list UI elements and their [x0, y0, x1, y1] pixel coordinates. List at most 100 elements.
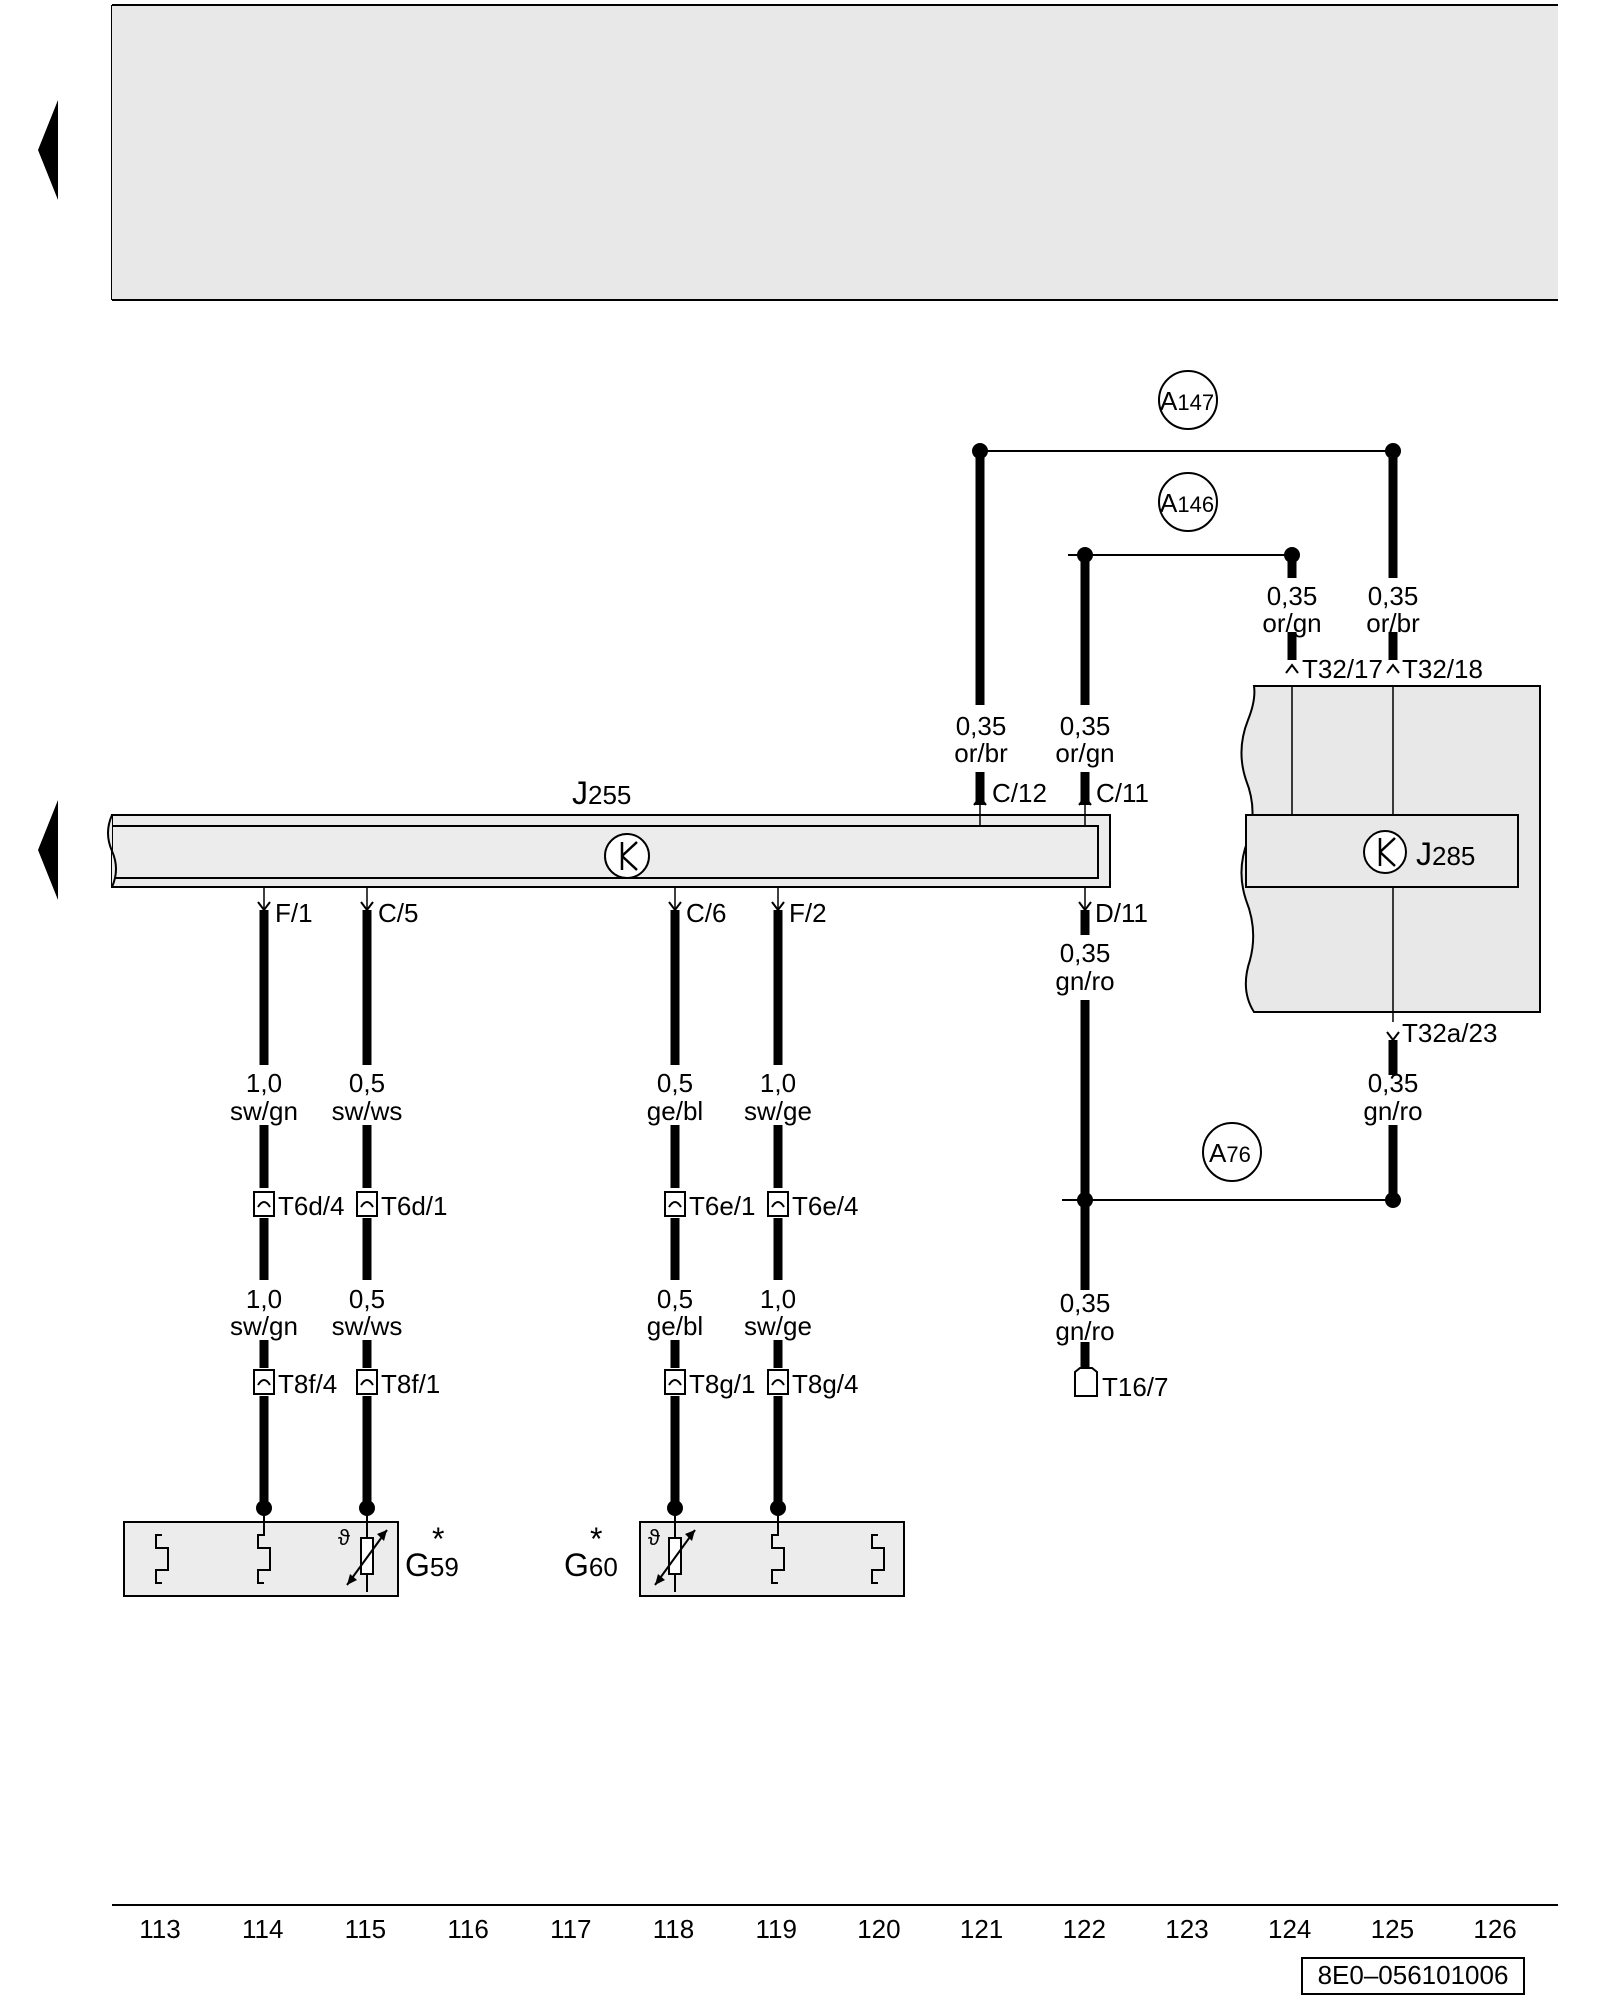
pin-f1: F/1	[275, 898, 313, 928]
footer-column-119: 119	[755, 1914, 796, 1944]
pin-t32a-23: T32a/23	[1402, 1018, 1497, 1048]
connector-t8g1: T8g/1	[689, 1369, 756, 1399]
ground-point-a76: A76	[1202, 1122, 1262, 1182]
pin-d11: D/11	[1095, 898, 1148, 928]
document-id: 8E0–056101006	[1318, 1960, 1509, 1990]
upper-wiring	[975, 450, 1398, 826]
document-id-box: 8E0–056101006	[1301, 1957, 1525, 1995]
pin-c11: C/11	[1096, 778, 1149, 808]
wire-124-size: 0,35	[1267, 581, 1318, 611]
wire-119b-color: sw/ge	[744, 1311, 812, 1341]
j285-electronic-symbol	[1363, 830, 1407, 874]
footer-column-numbers: 113 114 115 116 117 118 119 120 121 122 123 124 125 1…	[139, 1914, 1517, 1944]
footer-column-115: 115	[345, 1914, 386, 1944]
connector-t6-arcs	[257, 1201, 785, 1208]
pin-t32-17: T32/17	[1302, 654, 1383, 684]
connector-t8g4: T8g/4	[792, 1369, 859, 1399]
j285-label: J285	[1416, 836, 1475, 872]
footer-column-124: 124	[1268, 1914, 1311, 1944]
wire-125b-color: gn/ro	[1363, 1096, 1422, 1126]
footer-column-121: 121	[960, 1914, 1003, 1944]
connector-t8-row	[253, 1369, 789, 1395]
g59-label: G59	[405, 1547, 459, 1583]
footer-column-122: 122	[1063, 1914, 1106, 1944]
wire-114a-size: 1,0	[246, 1068, 282, 1098]
g59-star: *	[432, 1521, 444, 1557]
wire-122b-size: 0,35	[1060, 938, 1111, 968]
g60-label: G60	[564, 1547, 618, 1583]
connector-t8-arcs	[257, 1379, 785, 1386]
footer-column-123: 123	[1165, 1914, 1208, 1944]
wire-119a-color: sw/ge	[744, 1096, 812, 1126]
wire-114b-color: sw/gn	[230, 1311, 298, 1341]
wire-115b-size: 0,5	[349, 1284, 385, 1314]
splice-dots-sensors	[256, 1500, 786, 1516]
j285-control-unit: J285	[1240, 685, 1541, 1022]
connector-t6-row	[253, 1191, 789, 1217]
wire-118a-color: ge/bl	[647, 1096, 703, 1126]
wire-122c-size: 0,35	[1060, 1288, 1111, 1318]
connector-t6d4: T6d/4	[278, 1191, 345, 1221]
wire-119a-size: 1,0	[760, 1068, 796, 1098]
footer-column-125: 125	[1371, 1914, 1414, 1944]
pin-marks-lower-left	[257, 901, 785, 912]
pin-c12: C/12	[992, 778, 1047, 808]
wire-125b-size: 0,35	[1368, 1068, 1419, 1098]
g60-star: *	[590, 1521, 602, 1557]
svg-text:T16/7: T16/7	[1102, 1372, 1169, 1402]
pin-c6: C/6	[686, 898, 726, 928]
wire-124-color: or/gn	[1262, 608, 1321, 638]
wire-114b-size: 1,0	[246, 1284, 282, 1314]
wire-125-color: or/br	[1366, 608, 1420, 638]
sensor-g59: ϑ G59 *	[123, 1508, 459, 1597]
wire-122b-color: gn/ro	[1055, 966, 1114, 996]
svg-text:A147: A147	[1160, 386, 1214, 416]
svg-text:ϑ: ϑ	[338, 1525, 350, 1550]
splice-dots-lower-right	[1077, 1192, 1401, 1208]
wire-118a-size: 0,5	[657, 1068, 693, 1098]
wire-115b-color: sw/ws	[332, 1311, 403, 1341]
wire-118b-color: ge/bl	[647, 1311, 703, 1341]
wire-122-size: 0,35	[1060, 711, 1111, 741]
wire-122-color: or/gn	[1055, 738, 1114, 768]
j255-control-unit: J255	[107, 775, 1111, 888]
connector-t6d1: T6d/1	[381, 1191, 448, 1221]
wire-115a-color: sw/ws	[332, 1096, 403, 1126]
page-nav-arrow-top[interactable]	[38, 100, 58, 200]
svg-text:ϑ: ϑ	[648, 1525, 660, 1550]
pin-marks-lower-right	[1078, 901, 1400, 1042]
connector-t6e4: T6e/4	[792, 1191, 859, 1221]
page-nav-arrow-middle[interactable]	[38, 800, 58, 900]
connector-t6e1: T6e/1	[689, 1191, 756, 1221]
sensor-g60: ϑ G60 *	[564, 1508, 905, 1597]
pin-f2: F/2	[789, 898, 827, 928]
wire-115a-size: 0,5	[349, 1068, 385, 1098]
wire-125-size: 0,35	[1368, 581, 1419, 611]
wire-122c-color: gn/ro	[1055, 1316, 1114, 1346]
footer-column-114: 114	[242, 1914, 283, 1944]
footer-column-126: 126	[1473, 1914, 1516, 1944]
right-lower-wiring	[1062, 887, 1398, 1368]
j255-electronic-symbol	[604, 833, 650, 879]
footer-column-113: 113	[139, 1914, 180, 1944]
footer-column-116: 116	[447, 1914, 488, 1944]
splice-dots-upper	[972, 443, 1401, 563]
svg-text:A76: A76	[1209, 1138, 1251, 1168]
pin-c5: C/5	[378, 898, 418, 928]
wire-121-size: 0,35	[956, 711, 1007, 741]
footer-column-118: 118	[653, 1914, 694, 1944]
connector-t8f1: T8f/1	[381, 1369, 440, 1399]
footer-column-120: 120	[857, 1914, 900, 1944]
svg-text:A146: A146	[1160, 488, 1214, 518]
connector-t8f4: T8f/4	[278, 1369, 337, 1399]
j255-label: J255	[572, 775, 631, 811]
diagnostic-connector-t16: T16/7	[1074, 1367, 1169, 1402]
wire-118b-size: 0,5	[657, 1284, 693, 1314]
pin-marks-upper	[973, 663, 1400, 806]
wire-121-color: or/br	[954, 738, 1008, 768]
wire-114a-color: sw/gn	[230, 1096, 298, 1126]
footer-column-117: 117	[550, 1914, 591, 1944]
pin-t32-18: T32/18	[1402, 654, 1483, 684]
header-panel	[112, 6, 1558, 300]
